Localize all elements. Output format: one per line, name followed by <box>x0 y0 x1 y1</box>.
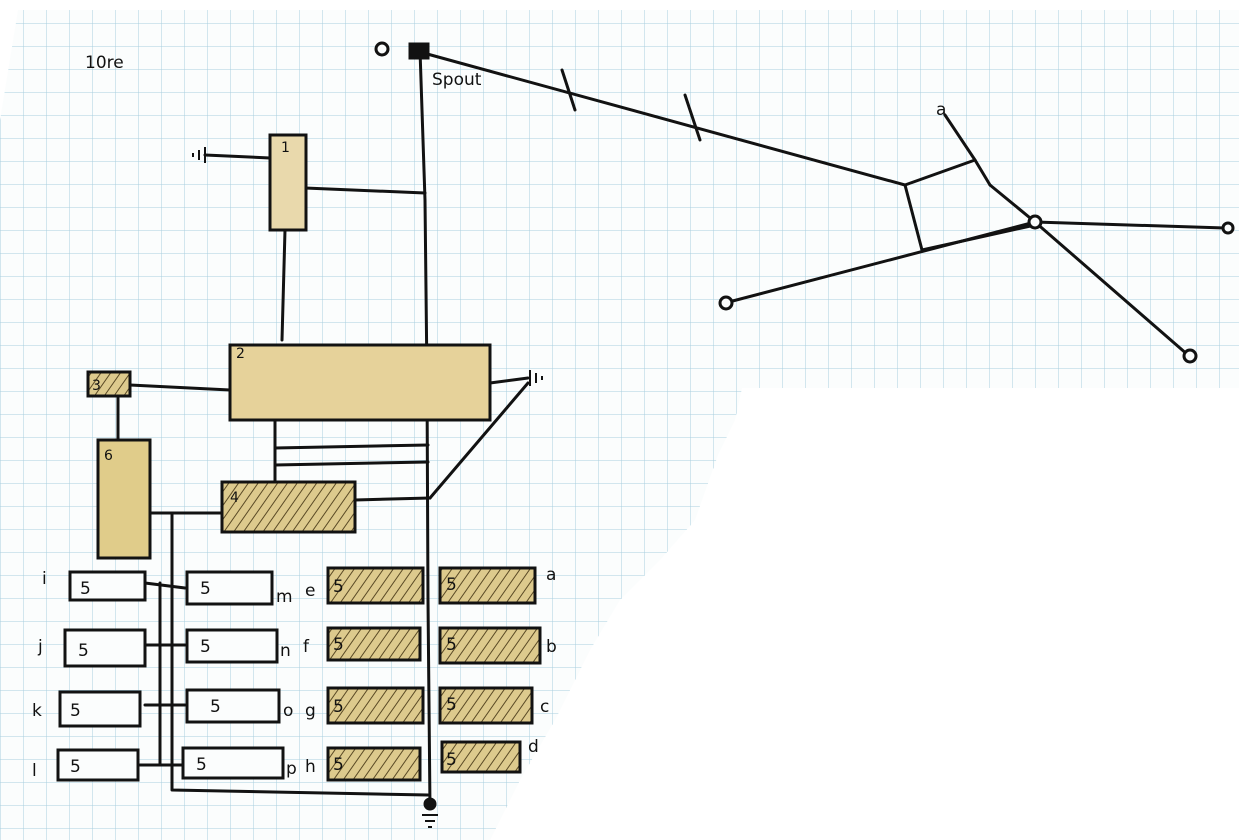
svg-text:5: 5 <box>333 577 344 597</box>
svg-text:5: 5 <box>210 697 221 717</box>
svg-text:5: 5 <box>78 641 89 661</box>
svg-text:5: 5 <box>333 635 344 655</box>
svg-text:5: 5 <box>200 579 211 599</box>
svg-text:l: l <box>32 761 37 781</box>
box-2-label: 2 <box>236 346 245 362</box>
svg-text:m: m <box>276 587 293 607</box>
svg-text:k: k <box>32 701 42 721</box>
svg-text:d: d <box>528 737 539 757</box>
svg-text:5: 5 <box>200 637 211 657</box>
svg-text:5: 5 <box>446 750 457 770</box>
box-2 <box>230 345 490 420</box>
svg-text:e: e <box>305 581 315 601</box>
svg-text:c: c <box>540 697 549 717</box>
box-3-label: 3 <box>92 378 101 394</box>
svg-text:f: f <box>303 637 310 657</box>
svg-text:h: h <box>305 757 316 777</box>
spout-label: Spout <box>432 70 482 90</box>
svg-text:o: o <box>283 701 293 721</box>
box-4-label: 4 <box>230 490 239 506</box>
svg-text:i: i <box>42 569 47 589</box>
title-scrawl: 10re <box>85 53 124 73</box>
box-4 <box>222 482 355 532</box>
box-6-label: 6 <box>104 448 113 464</box>
port-a-label: a <box>936 100 946 120</box>
svg-text:g: g <box>305 701 316 721</box>
svg-text:5: 5 <box>70 757 81 777</box>
svg-text:j: j <box>37 637 43 657</box>
svg-text:5: 5 <box>196 755 207 775</box>
box-1-label: 1 <box>281 140 290 156</box>
svg-text:5: 5 <box>446 635 457 655</box>
svg-text:5: 5 <box>70 701 81 721</box>
svg-text:5: 5 <box>446 695 457 715</box>
svg-text:5: 5 <box>446 575 457 595</box>
svg-text:5: 5 <box>80 579 91 599</box>
svg-text:a: a <box>546 565 556 585</box>
svg-text:p: p <box>286 759 297 779</box>
svg-text:b: b <box>546 637 557 657</box>
svg-text:5: 5 <box>333 755 344 775</box>
svg-text:5: 5 <box>333 697 344 717</box>
svg-text:n: n <box>280 641 291 661</box>
